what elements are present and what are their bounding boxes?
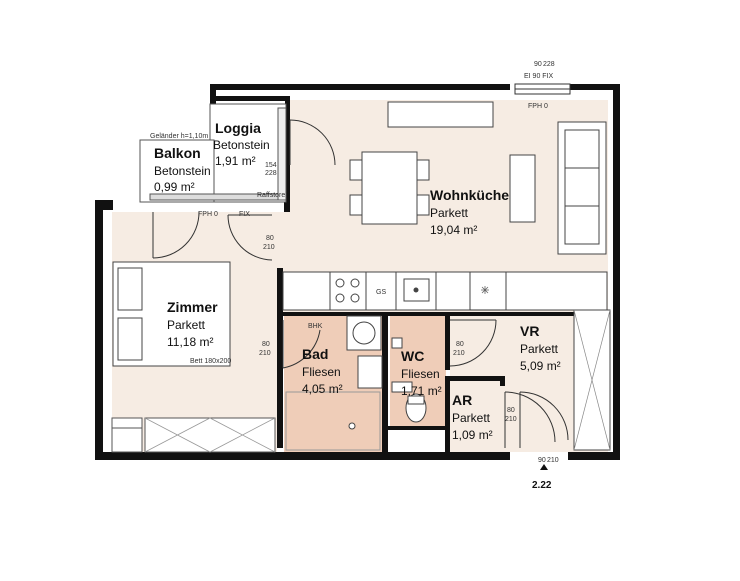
outdoor-area — [139, 103, 287, 203]
loggia-material: Betonstein — [213, 138, 270, 152]
dim-210-bottom: 210 — [547, 457, 559, 464]
wardrobe — [573, 309, 611, 451]
bett-label: Bett 180x200 — [190, 358, 231, 365]
wc-name: WC — [401, 348, 424, 364]
door-width-3: 80 — [456, 341, 464, 348]
fix-label: FIX — [239, 211, 250, 218]
ar-area: 1,09 m² — [452, 428, 493, 442]
wohnkueche-material: Parkett — [430, 206, 469, 220]
door-height-2: 210 — [259, 350, 271, 357]
doors — [152, 119, 569, 448]
door-height-1: 210 — [263, 244, 275, 251]
ei90-label: EI 90 FIX — [524, 73, 554, 80]
ar-material: Parkett — [452, 411, 491, 425]
ar-name: AR — [452, 392, 472, 408]
loggia-area: 1,91 m² — [215, 154, 256, 168]
w154-label: 154 — [265, 162, 277, 169]
unit-number: 2.22 — [532, 480, 552, 491]
loggia-name: Loggia — [215, 120, 261, 136]
gelaender-label: Geländer h=1,10m — [150, 133, 208, 140]
vr-area: 5,09 m² — [520, 359, 561, 373]
wc-material: Fliesen — [401, 367, 440, 381]
balkon-area: 0,99 m² — [154, 180, 195, 194]
furniture — [349, 101, 607, 255]
ar-floor — [450, 382, 505, 452]
wohnkueche-name: Wohnküche — [430, 187, 509, 203]
vr-material: Parkett — [520, 342, 559, 356]
wc-area: 1,71 m² — [401, 384, 442, 398]
entry-arrow — [540, 464, 548, 470]
bed — [112, 261, 231, 367]
door-width-1: 80 — [266, 235, 274, 242]
dim-228-top: 228 — [543, 61, 555, 68]
door-height-4: 210 — [505, 416, 517, 423]
balkon-name: Balkon — [154, 145, 201, 161]
door-width-4: 80 — [507, 407, 515, 414]
zimmer-area: 11,18 m² — [167, 335, 213, 349]
bathroom-fixtures — [285, 315, 427, 451]
door-height-3: 210 — [453, 350, 465, 357]
kitchen-counter — [282, 271, 608, 311]
bhk-label: BHK — [308, 323, 323, 330]
bad-material: Fliesen — [302, 365, 341, 379]
gs-label: GS — [376, 289, 386, 296]
door-width-2: 80 — [262, 341, 270, 348]
zimmer-material: Parkett — [167, 318, 206, 332]
bad-area: 4,05 m² — [302, 382, 343, 396]
fph0-label: FPH 0 — [198, 211, 218, 218]
w228-label: 228 — [265, 170, 277, 177]
zimmer-window-box — [144, 417, 276, 453]
dim-90-bottom: 90 — [538, 457, 546, 464]
fph0-top-label: FPH 0 — [528, 103, 548, 110]
zimmer-name: Zimmer — [167, 299, 218, 315]
wohnkueche-area: 19,04 m² — [430, 223, 477, 237]
walls — [95, 84, 620, 460]
bad-name: Bad — [302, 346, 328, 362]
raffstore-label: Raffstore — [257, 192, 285, 199]
vr-name: VR — [520, 323, 539, 339]
balkon-material: Betonstein — [154, 164, 211, 178]
dim-90-top: 90 — [534, 61, 542, 68]
